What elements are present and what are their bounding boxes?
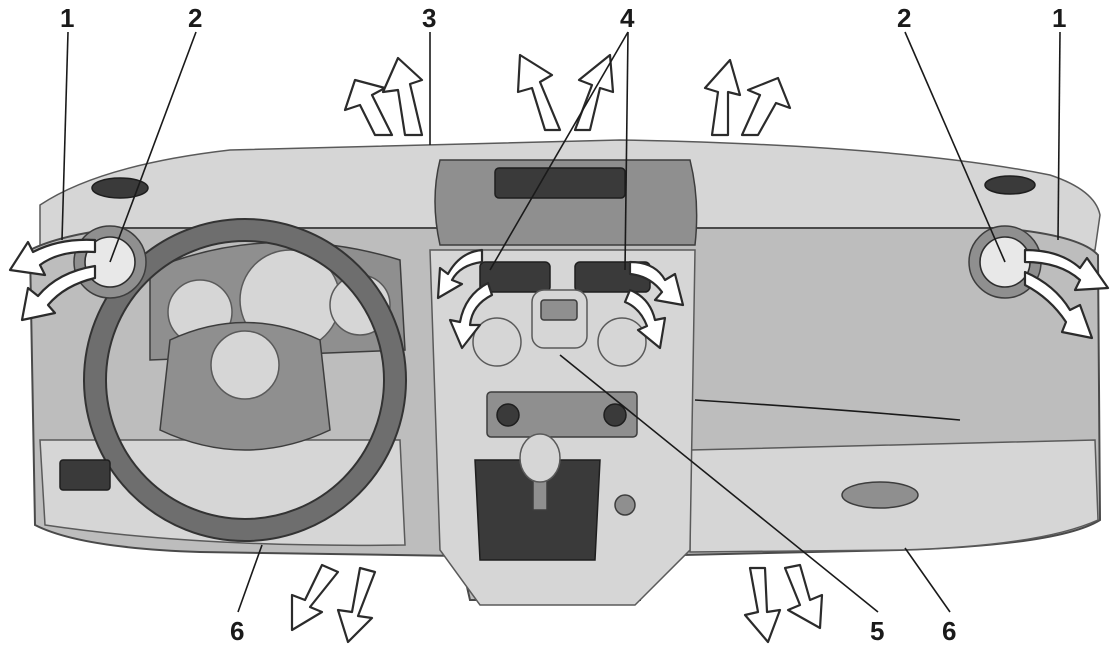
airflow-arrow-windscreen-right-2	[740, 76, 792, 137]
leader-c4-b	[624, 31, 629, 271]
airflow-arrow-windscreen-left-2	[381, 56, 424, 137]
callout-6-left: 6	[230, 616, 244, 646]
left-speaker-grille	[91, 177, 149, 199]
airflow-arrows	[8, 53, 1110, 644]
leader-c2-right	[904, 31, 1006, 263]
steering-wheel-rim	[84, 219, 406, 541]
callout-5: 5	[870, 616, 884, 646]
climate-knob-right	[597, 317, 647, 367]
glovebox-handle	[841, 481, 919, 509]
callout-2-left: 2	[188, 3, 202, 33]
steering-wheel-inner-edge	[105, 240, 385, 520]
climate-screen	[540, 299, 578, 321]
climate-knob-left	[472, 317, 522, 367]
callout-3: 3	[422, 3, 436, 33]
radio-knob-left	[496, 403, 520, 427]
radio-knob-right	[603, 403, 627, 427]
airflow-arrow-left-vent-lower	[20, 264, 97, 322]
airflow-arrow-footwell-left-1	[290, 563, 340, 632]
leader-c5	[559, 354, 879, 613]
airflow-arrow-center-right-upper	[628, 260, 685, 307]
callout-1-left: 1	[60, 3, 74, 33]
dashboard-illustration	[28, 139, 1102, 606]
airflow-arrow-windscreen-center-1	[516, 53, 562, 132]
leader-c1-left	[61, 31, 69, 241]
leader-c6-left	[237, 544, 263, 613]
airflow-arrow-center-left-lower	[448, 281, 494, 350]
airflow-arrow-right-vent-lower	[1023, 270, 1094, 340]
leader-c6-right	[904, 547, 951, 613]
console-switch	[614, 494, 636, 516]
airflow-arrow-left-vent-upper	[8, 238, 97, 277]
callout-4: 4	[620, 3, 635, 33]
radio-unit	[486, 391, 638, 438]
airflow-arrow-footwell-left-2	[336, 566, 377, 644]
right-speaker-grille	[984, 175, 1036, 195]
info-display	[494, 167, 626, 199]
leader-c2-left	[109, 31, 197, 263]
callout-6-right: 6	[942, 616, 956, 646]
airflow-arrow-windscreen-right-1	[703, 58, 742, 137]
callout-labels: 1 2 3 4 2 1 6 5 6	[60, 3, 1066, 646]
center-vent-left	[479, 261, 551, 293]
left-switch-panel	[59, 459, 111, 491]
airflow-arrow-footwell-right-2	[783, 563, 824, 630]
gear-knob	[519, 433, 561, 483]
airflow-arrow-windscreen-left-1	[343, 78, 394, 137]
callout-2-right: 2	[897, 3, 911, 33]
airflow-arrow-center-right-lower	[623, 288, 667, 350]
steering-wheel-outer-edge	[83, 218, 407, 542]
airflow-arrow-right-vent-upper	[1023, 248, 1110, 292]
leader-c1-right	[1057, 31, 1061, 241]
leader-c4-a	[489, 31, 629, 271]
glovebox-edge	[694, 399, 961, 421]
airflow-arrow-footwell-right-1	[743, 566, 782, 644]
airflow-arrow-center-left-upper	[436, 248, 484, 300]
airbag-cover	[210, 330, 280, 400]
callout-1-right: 1	[1052, 3, 1066, 33]
leader-lines	[61, 31, 1061, 613]
